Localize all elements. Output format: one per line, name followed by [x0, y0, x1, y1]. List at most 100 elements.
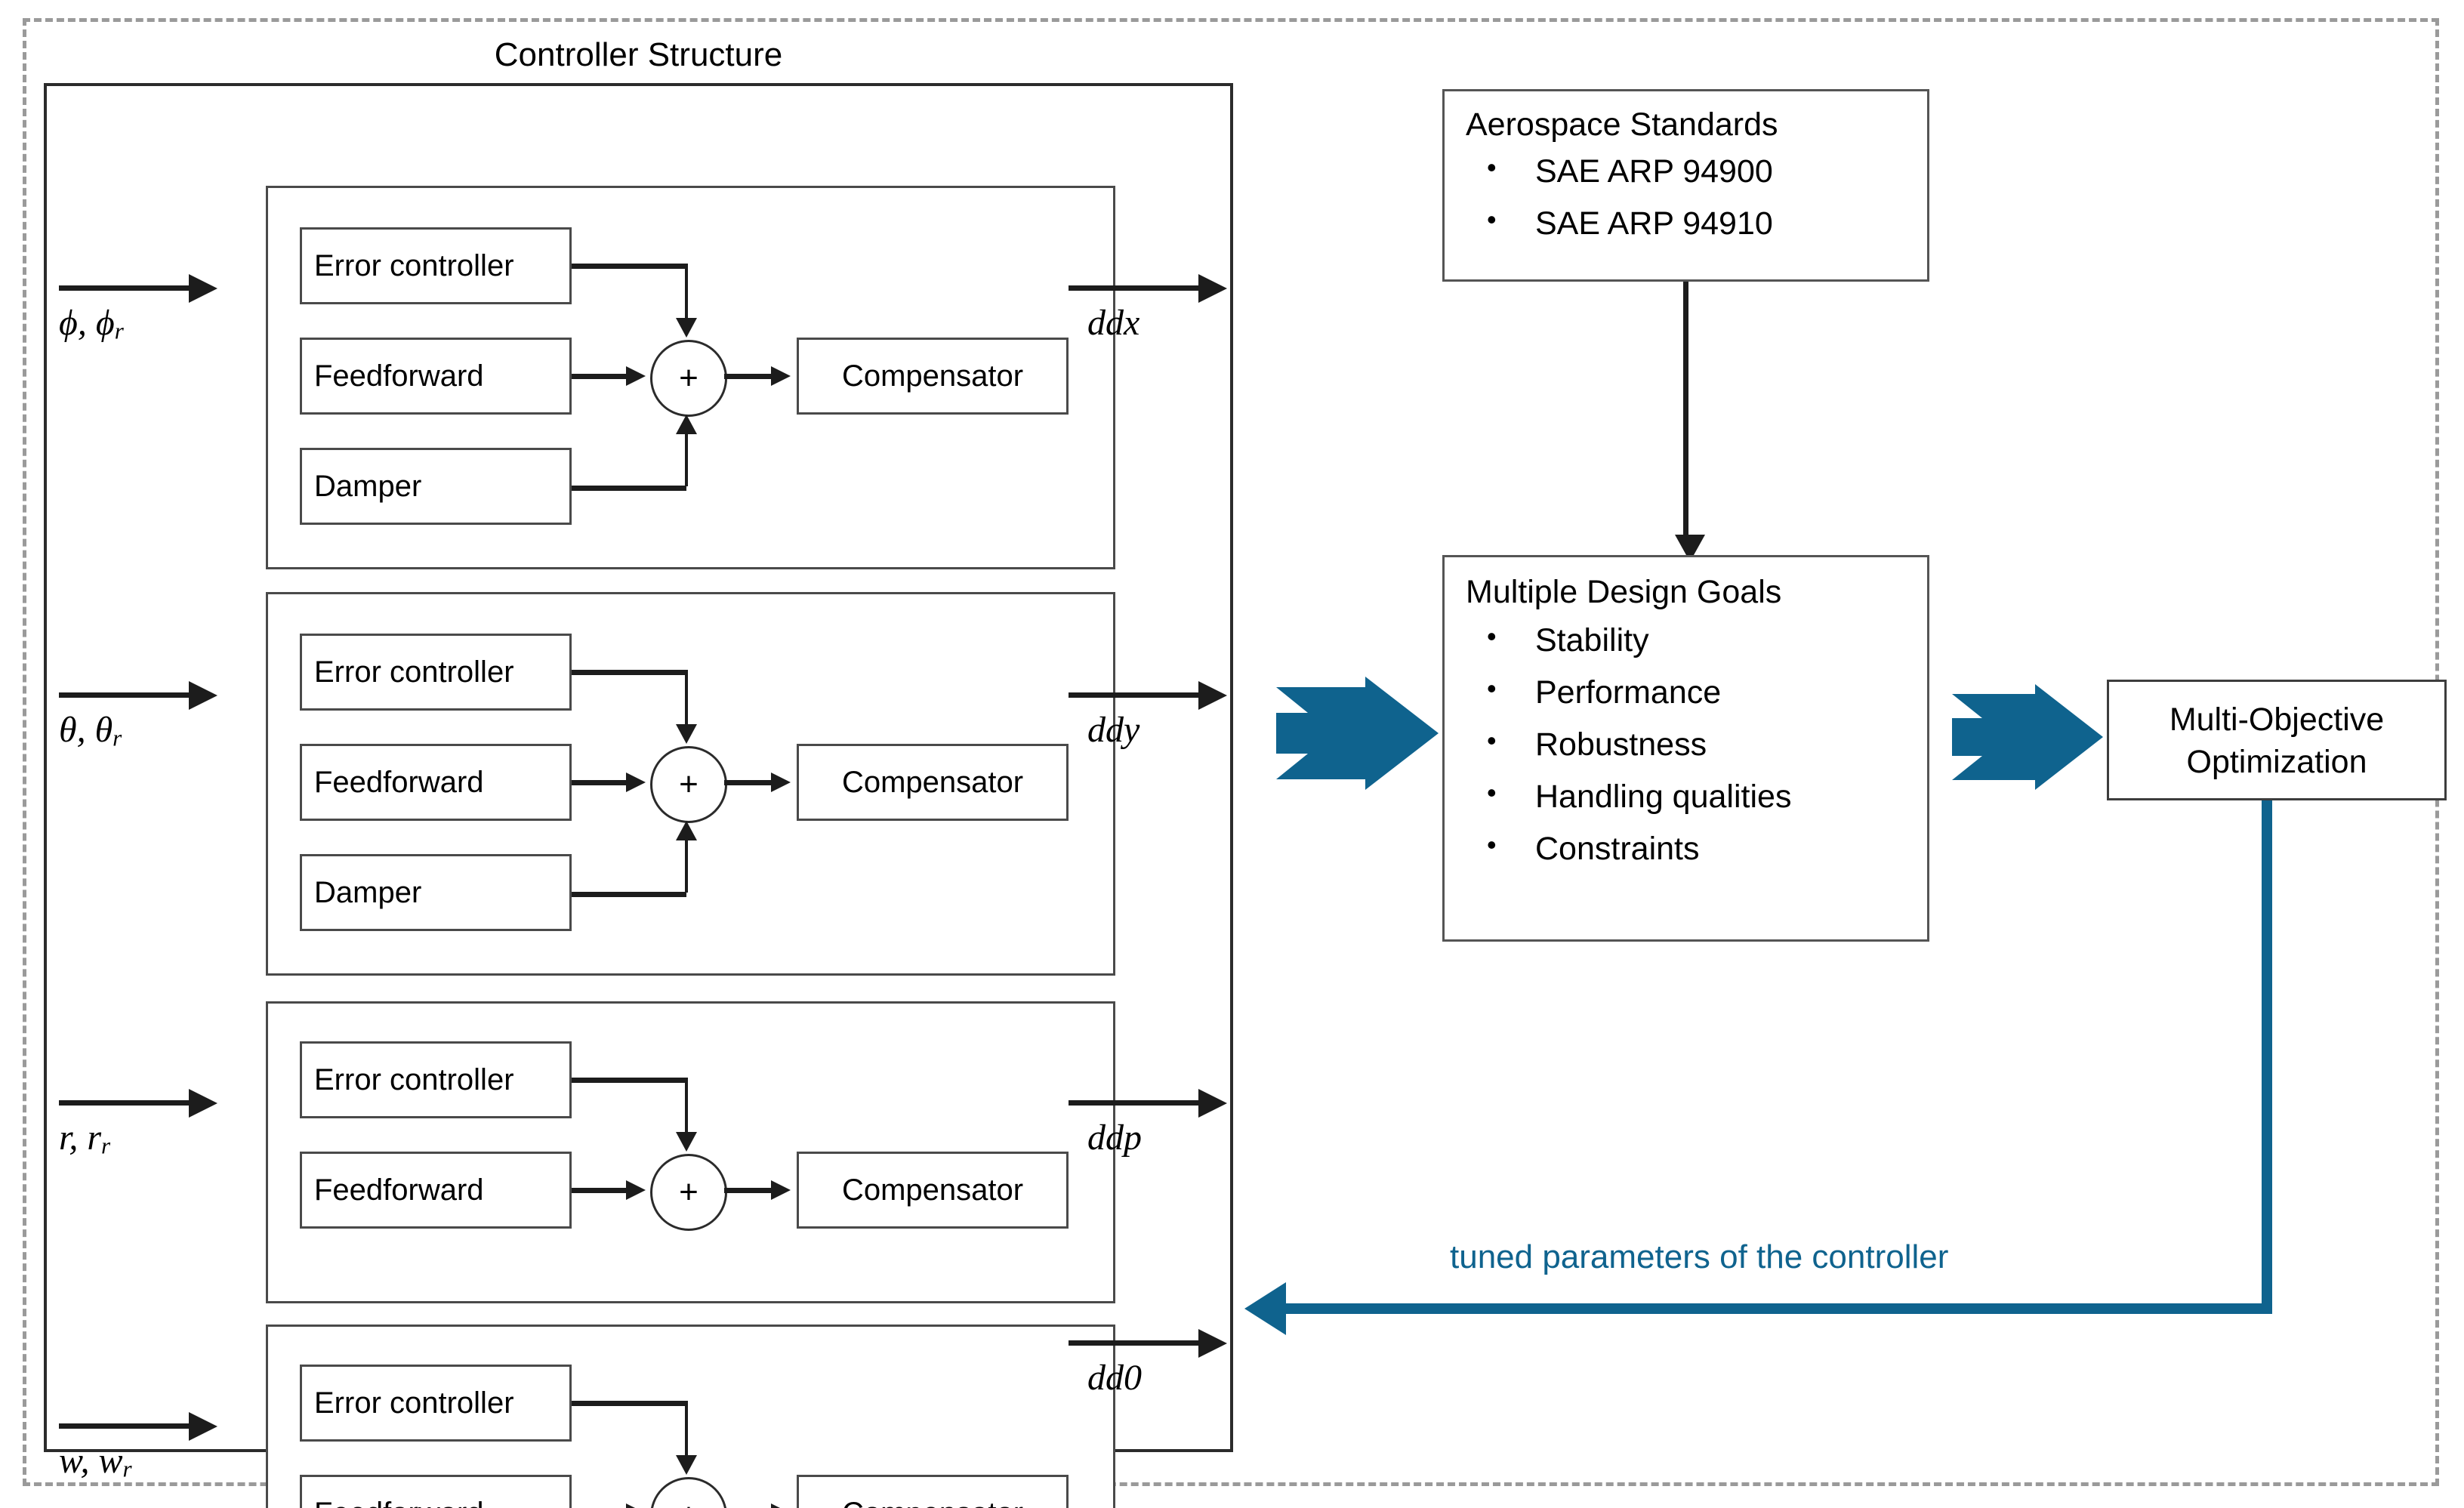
- wire-err-arrowhead-pitch: [676, 724, 697, 744]
- controller-structure-container: Error controller Feedforward Damper + Co…: [44, 83, 1233, 1508]
- compensator-box-yaw-rate[interactable]: Compensator: [797, 1152, 1069, 1229]
- output-label-roll: ddx: [1087, 303, 1140, 343]
- wire-ff-h-pitch: [572, 780, 626, 785]
- sum-plus-label: +: [679, 359, 698, 396]
- input-wire-pitch: [59, 692, 201, 698]
- wire-damp-v-roll: [685, 433, 688, 486]
- output-arrowhead-vertical: [1198, 1329, 1227, 1358]
- feedback-arrowhead: [1244, 1282, 1286, 1335]
- input-wire-yaw-rate: [59, 1100, 201, 1106]
- wire-damp-arrowhead-roll: [676, 415, 697, 434]
- wire-err-v-roll: [685, 264, 688, 320]
- sum-junction-vertical: +: [650, 1477, 727, 1508]
- list-item: Robustness: [1466, 725, 1791, 763]
- wire-ff-arrowhead-vertical: [626, 1503, 646, 1508]
- wire-ff-h-yaw-rate: [572, 1188, 626, 1193]
- standards-to-goals-line: [1683, 282, 1688, 538]
- feedback-vertical-line: [2262, 800, 2272, 1314]
- output-wire-yaw-rate: [1069, 1100, 1210, 1106]
- wire-err-h-yaw-rate: [572, 1078, 686, 1083]
- wire-damp-v-pitch: [685, 840, 688, 893]
- feedback-label: tuned parameters of the controller: [1450, 1238, 1949, 1275]
- error-controller-box-roll[interactable]: Error controller: [300, 227, 572, 304]
- damper-box-pitch[interactable]: Damper: [300, 854, 572, 931]
- channel-block-roll: Error controller Feedforward Damper + Co…: [266, 186, 1115, 569]
- channel-block-vertical: Error controller Feedforward + Compensat…: [266, 1325, 1115, 1508]
- wire-err-v-yaw-rate: [685, 1078, 688, 1133]
- input-arrowhead-vertical: [189, 1412, 217, 1441]
- output-arrowhead-roll: [1198, 274, 1227, 303]
- input-label-pitch: θ, θr: [59, 710, 122, 751]
- controller-structure-title: Controller Structure: [494, 36, 783, 73]
- sum-plus-label: +: [679, 766, 698, 803]
- output-wire-vertical: [1069, 1340, 1210, 1346]
- wire-ff-arrowhead-pitch: [626, 773, 646, 792]
- output-label-vertical: dd0: [1087, 1358, 1142, 1398]
- channel-block-yaw-rate: Error controller Feedforward + Compensat…: [266, 1001, 1115, 1303]
- aerospace-standards-box: Aerospace Standards SAE ARP 94900 SAE AR…: [1442, 89, 1929, 282]
- wire-err-arrowhead-yaw-rate: [676, 1132, 697, 1152]
- list-item: Performance: [1466, 673, 1791, 711]
- wire-sum-comp-arrowhead-yaw-rate: [771, 1180, 791, 1200]
- output-wire-pitch: [1069, 692, 1210, 698]
- wire-sum-comp-pitch: [724, 780, 773, 785]
- wire-err-h-pitch: [572, 670, 686, 675]
- input-label-yaw-rate: r, rr: [59, 1118, 111, 1159]
- input-arrowhead-pitch: [189, 681, 217, 710]
- input-arrowhead-roll: [189, 274, 217, 303]
- aerospace-standards-list: SAE ARP 94900 SAE ARP 94910: [1466, 152, 1773, 258]
- wire-ff-arrowhead-roll: [626, 366, 646, 386]
- feedforward-box-vertical[interactable]: Feedforward: [300, 1475, 572, 1508]
- wire-sum-comp-yaw-rate: [724, 1188, 773, 1193]
- design-goals-list: Stability Performance Robustness Handlin…: [1466, 621, 1791, 883]
- wire-err-arrowhead-roll: [676, 318, 697, 338]
- input-label-roll: ϕ, ϕr: [59, 303, 124, 344]
- error-controller-box-pitch[interactable]: Error controller: [300, 634, 572, 711]
- list-item: Handling qualities: [1466, 777, 1791, 816]
- multi-objective-optimization-box[interactable]: Multi-Objective Optimization: [2107, 680, 2447, 800]
- list-item: SAE ARP 94910: [1466, 204, 1773, 242]
- damper-box-roll[interactable]: Damper: [300, 448, 572, 525]
- design-goals-box: Multiple Design Goals Stability Performa…: [1442, 555, 1929, 942]
- output-wire-roll: [1069, 285, 1210, 291]
- output-arrowhead-pitch: [1198, 681, 1227, 710]
- wire-err-arrowhead-vertical: [676, 1455, 697, 1475]
- compensator-box-roll[interactable]: Compensator: [797, 338, 1069, 415]
- wire-err-h-vertical: [572, 1401, 686, 1406]
- input-label-vertical: w, wr: [59, 1441, 132, 1482]
- error-controller-box-vertical[interactable]: Error controller: [300, 1365, 572, 1442]
- output-arrowhead-yaw-rate: [1198, 1089, 1227, 1118]
- wire-sum-comp-arrowhead-pitch: [771, 773, 791, 792]
- wire-sum-comp-roll: [724, 374, 773, 379]
- wire-damp-h-roll: [572, 486, 686, 491]
- feedback-horizontal-line: [1284, 1303, 2272, 1314]
- wire-ff-arrowhead-yaw-rate: [626, 1180, 646, 1200]
- list-item: SAE ARP 94900: [1466, 152, 1773, 190]
- feedforward-box-pitch[interactable]: Feedforward: [300, 744, 572, 821]
- wire-damp-h-pitch: [572, 892, 686, 897]
- feedforward-box-roll[interactable]: Feedforward: [300, 338, 572, 415]
- aerospace-standards-title: Aerospace Standards: [1466, 106, 1778, 143]
- compensator-box-pitch[interactable]: Compensator: [797, 744, 1069, 821]
- sum-plus-label: +: [679, 1173, 698, 1210]
- error-controller-box-yaw-rate[interactable]: Error controller: [300, 1041, 572, 1118]
- feedforward-box-yaw-rate[interactable]: Feedforward: [300, 1152, 572, 1229]
- input-wire-roll: [59, 285, 201, 291]
- teal-arrow-goals-to-optimization: [1952, 680, 2103, 808]
- compensator-box-vertical[interactable]: Compensator: [797, 1475, 1069, 1508]
- sum-junction-yaw-rate: +: [650, 1154, 727, 1231]
- output-label-pitch: ddy: [1087, 710, 1140, 750]
- teal-arrow-controller-to-goals: [1276, 672, 1439, 808]
- optimization-label-line1: Multi-Objective: [2169, 702, 2385, 738]
- channel-block-pitch: Error controller Feedforward Damper + Co…: [266, 592, 1115, 976]
- wire-err-h-roll: [572, 264, 686, 269]
- wire-sum-comp-arrowhead-roll: [771, 366, 791, 386]
- wire-ff-h-roll: [572, 374, 626, 379]
- list-item: Constraints: [1466, 829, 1791, 868]
- optimization-label-line2: Optimization: [2186, 744, 2367, 780]
- input-arrowhead-yaw-rate: [189, 1089, 217, 1118]
- wire-sum-comp-arrowhead-vertical: [771, 1503, 791, 1508]
- output-label-yaw-rate: ddp: [1087, 1118, 1142, 1158]
- wire-err-v-pitch: [685, 670, 688, 726]
